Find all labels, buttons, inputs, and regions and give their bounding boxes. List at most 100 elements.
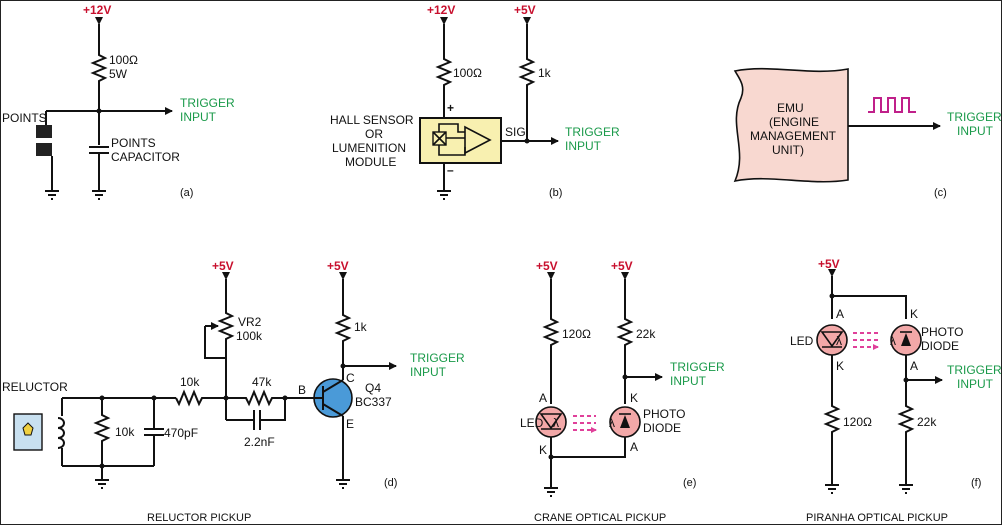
supply-12v-label: +12V	[83, 3, 111, 17]
junction-dot	[524, 138, 530, 144]
circuit-e: +5V +5V 120Ω 22k TRIGGER INPUT λ λ LED P…	[520, 259, 725, 524]
emu-block	[733, 67, 849, 183]
ground-icon	[336, 479, 350, 489]
resistor-value-label: 100Ω	[109, 53, 138, 67]
supply-5v-label: +5V	[611, 259, 633, 273]
reluctor-star-icon	[22, 422, 34, 436]
module-label-line1: HALL SENSOR	[330, 113, 414, 127]
trimpot-vr2	[217, 310, 235, 342]
vr-value-label: 100k	[236, 329, 263, 343]
pd-lambda: λ	[609, 416, 615, 430]
led-label: LED	[520, 416, 544, 430]
supply-5v-label: +5V	[514, 3, 536, 17]
resistor-10k-shunt	[93, 398, 111, 480]
trigger-label-line2: INPUT	[957, 377, 994, 391]
minus-label: –	[447, 163, 454, 177]
pin-k1-label: K	[836, 359, 844, 373]
resistor1-label: 100Ω	[453, 66, 482, 80]
light-rays-icon	[573, 415, 596, 430]
pin-c-label: C	[346, 371, 355, 385]
points-contact-top	[36, 125, 52, 138]
feedback-capacitor-label: 2.2nF	[244, 435, 275, 449]
emu-label-line3: MANAGEMENT	[750, 129, 837, 143]
module-internal-wiring	[438, 123, 466, 156]
wire	[204, 326, 226, 359]
trigger-label-line1: TRIGGER	[410, 351, 465, 365]
led-icon	[816, 324, 848, 356]
pickup-coil-icon	[57, 417, 65, 449]
trigger-label-line2: INPUT	[670, 374, 707, 388]
pd-resistor-label: 22k	[636, 327, 656, 341]
resistor-100-ohm	[435, 55, 453, 89]
led-lambda: λ	[553, 416, 559, 430]
pd-diode-symbol	[901, 333, 911, 346]
ground-icon	[45, 190, 59, 200]
resistor-120-ohm	[823, 403, 841, 435]
sig-label: SIG	[505, 125, 526, 139]
trigger-label-line1: TRIGGER	[180, 96, 235, 110]
caption-d: (d)	[384, 477, 397, 489]
vr-name-label: VR2	[238, 315, 262, 329]
points-contact-bottom	[36, 143, 52, 156]
caption-b: (b)	[549, 187, 562, 199]
supply-5v-label: +5V	[212, 259, 234, 273]
resistor-47k	[226, 389, 306, 407]
supply-5v-label: +5V	[536, 259, 558, 273]
led-diode-symbol	[539, 413, 563, 430]
pd-label-line2: DIODE	[643, 421, 681, 435]
pd-label-line1: PHOTO	[643, 407, 685, 421]
shunt-resistor-label: 10k	[115, 425, 135, 439]
module-label-line2: OR	[365, 127, 383, 141]
emu-label-line2: (ENGINE	[769, 115, 819, 129]
trigger-label-line2: INPUT	[957, 124, 994, 138]
pin-k2-label: K	[630, 391, 638, 405]
collector-resistor-label: 1k	[354, 320, 368, 334]
supply-5v-label: +5V	[818, 257, 840, 271]
resistor-1k	[518, 55, 536, 89]
pulse-train-icon	[868, 97, 916, 113]
emu-label-line1: EMU	[777, 101, 804, 115]
led-resistor-label: 120Ω	[562, 327, 591, 341]
pin-b-label: B	[298, 383, 306, 397]
ground-icon	[437, 190, 451, 200]
wire	[61, 397, 75, 467]
pd-label-line1: PHOTO	[921, 325, 963, 339]
junction-dot	[340, 363, 346, 369]
ground-icon	[825, 484, 839, 494]
pd-resistor-label: 22k	[917, 415, 937, 429]
led-lambda: λ	[836, 334, 842, 348]
transistor-name-label: Q4	[365, 381, 381, 395]
supply-5v-label: +5V	[327, 259, 349, 273]
capacitor-label-line1: POINTS	[111, 136, 156, 150]
light-rays-icon	[853, 332, 878, 347]
emu-label-line4: UNIT)	[772, 143, 804, 157]
caption-e: (e)	[683, 477, 696, 489]
transistor-symbol	[306, 379, 344, 417]
hall-element-cross	[432, 131, 447, 146]
led-label: LED	[790, 334, 814, 348]
resistor2-label: 1k	[538, 66, 552, 80]
pin-k2-label: K	[910, 307, 918, 321]
trigger-label-line2: INPUT	[180, 110, 217, 124]
points-label: POINTS	[2, 111, 47, 125]
circuit-c: EMU (ENGINE MANAGEMENT UNIT) TRIGGER INP…	[733, 67, 1002, 199]
junction-dot	[903, 377, 909, 383]
title-e: CRANE OPTICAL PICKUP	[534, 512, 666, 524]
pin-a1-label: A	[836, 307, 844, 321]
resistor-10k-series	[175, 389, 226, 407]
wire	[75, 397, 176, 467]
caption-a: (a)	[180, 187, 193, 199]
pin-a2-label: A	[630, 440, 638, 454]
feedback-resistor-label: 47k	[252, 375, 272, 389]
ground-icon	[899, 484, 913, 494]
pd-label-line2: DIODE	[921, 339, 959, 353]
capacitor-2-2nf	[226, 398, 286, 430]
junction-dot	[96, 108, 102, 114]
circuit-f: +5V λ λ 120Ω TRIGGER INPUT 22k LED PHOTO…	[790, 257, 1002, 524]
points-capacitor	[89, 146, 109, 154]
resistor-100-ohm	[90, 50, 108, 86]
pin-a2-label: A	[910, 359, 918, 373]
junction-dot	[829, 293, 835, 299]
trigger-label-line1: TRIGGER	[947, 110, 1002, 124]
